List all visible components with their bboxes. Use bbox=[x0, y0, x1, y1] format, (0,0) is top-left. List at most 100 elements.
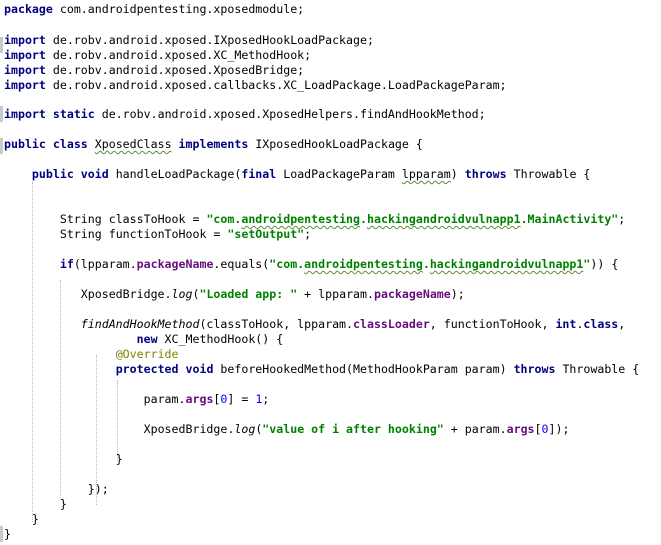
code-text: param. bbox=[143, 392, 186, 406]
closing-brace: }); bbox=[87, 482, 109, 496]
string-literal: "value of i after hooking" bbox=[262, 422, 444, 436]
closing-brace: } bbox=[59, 497, 67, 511]
field-name: args bbox=[185, 392, 214, 406]
code-line-if: if(lpparam.packageName.equals("com.andro… bbox=[4, 256, 618, 272]
method-call: log bbox=[234, 422, 256, 436]
keyword: import bbox=[4, 63, 46, 77]
gutter-change-mark bbox=[0, 106, 3, 122]
code-text: + lpparam. bbox=[297, 287, 374, 301]
keyword: public bbox=[4, 137, 46, 151]
code-line-close-if: } bbox=[4, 496, 67, 512]
keyword: import bbox=[4, 48, 46, 62]
code-line-log-loaded: XposedBridge.log("Loaded app: " + lppara… bbox=[4, 286, 465, 302]
code-text: ( bbox=[255, 422, 263, 436]
code-text: , functionToHook, bbox=[429, 317, 556, 331]
string-literal: " bbox=[583, 257, 591, 271]
code-line-close-anon: }); bbox=[4, 481, 109, 497]
string-literal: . bbox=[360, 212, 367, 226]
string-literal: hackingandroidvulnapp1 bbox=[367, 212, 521, 226]
number-literal: 0 bbox=[220, 392, 228, 406]
code-text: .equals( bbox=[213, 257, 270, 271]
code-line-override: @Override bbox=[4, 346, 179, 362]
code-text: ( bbox=[192, 287, 200, 301]
closing-brace: } bbox=[4, 527, 11, 541]
annotation: @Override bbox=[115, 347, 179, 361]
field-name: args bbox=[506, 422, 535, 436]
keyword: import bbox=[4, 33, 46, 47]
semicolon: ; bbox=[304, 227, 312, 241]
indent-guide bbox=[96, 355, 97, 505]
exception-type: Throwable { bbox=[506, 167, 591, 181]
code-text: + param. bbox=[443, 422, 507, 436]
import-path: de.robv.android.xposed.XC_MethodHook; bbox=[45, 48, 312, 62]
keyword: new bbox=[136, 332, 158, 346]
keyword: static bbox=[52, 107, 95, 121]
code-line-before-hooked: protected void beforeHookedMethod(Method… bbox=[4, 361, 640, 377]
code-line-static-import: import static de.robv.android.xposed.Xpo… bbox=[4, 106, 486, 122]
code-text: . bbox=[576, 317, 584, 331]
code-text: ] = bbox=[227, 392, 256, 406]
string-literal: "Loaded app: " bbox=[199, 287, 298, 301]
code-text: [ bbox=[534, 422, 542, 436]
keyword: throws bbox=[464, 167, 507, 181]
gutter-change-mark bbox=[0, 526, 3, 542]
keyword: if bbox=[59, 257, 74, 271]
code-text: (lpparam. bbox=[73, 257, 137, 271]
indent-guide bbox=[32, 182, 33, 522]
gutter-change-mark bbox=[0, 37, 3, 53]
indent-guide bbox=[60, 280, 61, 500]
code-line-method-decl: public void handleLoadPackage(final Load… bbox=[31, 167, 591, 181]
string-literal: androidpentesting bbox=[241, 212, 361, 226]
class-ref: XposedBridge. bbox=[143, 422, 235, 436]
class-name: XposedClass bbox=[94, 137, 172, 151]
code-line-close-handle: } bbox=[4, 511, 39, 527]
field-name: classLoader bbox=[353, 317, 430, 331]
keyword: package bbox=[4, 2, 53, 16]
semicolon: ; bbox=[262, 392, 270, 406]
code-line-import: import de.robv.android.xposed.XposedBrid… bbox=[4, 62, 304, 78]
param-name: lpparam bbox=[401, 167, 451, 181]
string-literal: . bbox=[422, 257, 430, 271]
code-line-assign-args: param.args[0] = 1; bbox=[4, 391, 270, 407]
code-line-class-to-hook: String classToHook = "com.androidpentest… bbox=[4, 211, 625, 227]
code-line-class-decl: public class XposedClass implements IXpo… bbox=[4, 136, 423, 152]
method-call: log bbox=[171, 287, 193, 301]
number-literal: 0 bbox=[541, 422, 549, 436]
code-line-close-class: } bbox=[4, 526, 11, 542]
code-text: (classToHook, lpparam. bbox=[199, 317, 354, 331]
method-name: beforeHookedMethod(MethodHookParam param… bbox=[213, 362, 514, 376]
code-line-import: import de.robv.android.xposed.XC_MethodH… bbox=[4, 47, 311, 63]
keyword: int bbox=[555, 317, 577, 331]
import-path: de.robv.android.xposed.callbacks.XC_Load… bbox=[45, 78, 507, 92]
code-line-package: package com.androidpentesting.xposedmodu… bbox=[4, 1, 304, 17]
field-name: packageName bbox=[136, 257, 214, 271]
string-literal: .MainActivity" bbox=[520, 212, 619, 226]
string-literal: "com. bbox=[206, 212, 242, 226]
code-line-function-to-hook: String functionToHook = "setOutput"; bbox=[4, 226, 311, 242]
variable-decl: functionToHook = bbox=[101, 227, 228, 241]
code-text: ]); bbox=[548, 422, 570, 436]
code-line-import: import de.robv.android.xposed.IXposedHoo… bbox=[4, 32, 374, 48]
string-literal: "setOutput" bbox=[227, 227, 305, 241]
keyword: throws bbox=[513, 362, 556, 376]
gutter-change-mark bbox=[0, 138, 3, 154]
code-text: )) { bbox=[590, 257, 619, 271]
keyword: void bbox=[185, 362, 214, 376]
code-text: , bbox=[618, 317, 626, 331]
class-ref: XposedBridge. bbox=[80, 287, 172, 301]
method-call: findAndHookMethod bbox=[80, 317, 200, 331]
param-type: LoadPackageParam bbox=[276, 167, 402, 181]
field-name: packageName bbox=[373, 287, 451, 301]
string-literal: "com. bbox=[269, 257, 305, 271]
keyword: import bbox=[4, 107, 46, 121]
keyword: void bbox=[80, 167, 109, 181]
keyword: class bbox=[583, 317, 619, 331]
code-text: [ bbox=[213, 392, 221, 406]
keyword: public bbox=[31, 167, 74, 181]
code-line-new-hook: new XC_MethodHook() { bbox=[4, 331, 284, 347]
code-line-import: import de.robv.android.xposed.callbacks.… bbox=[4, 77, 507, 93]
import-path: de.robv.android.xposed.XposedBridge; bbox=[45, 63, 305, 77]
variable-decl: classToHook = bbox=[101, 212, 207, 226]
package-name: com.androidpentesting.xposedmodule; bbox=[52, 2, 305, 16]
